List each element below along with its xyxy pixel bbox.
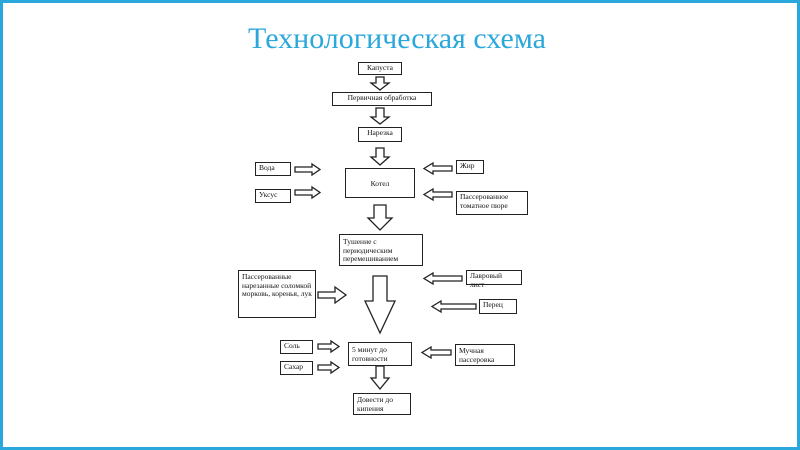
- node-cabbage: Капуста: [358, 62, 402, 75]
- arrow-flour: [420, 345, 452, 360]
- node-bay-leaf: Лавровый лист: [466, 270, 522, 288]
- node-boiler: Котел: [345, 168, 415, 198]
- node-salt: Соль: [280, 340, 313, 354]
- node-water: Вода: [255, 162, 291, 176]
- arrow-cabbage-to-primary: [369, 76, 391, 91]
- arrow-stewing-to-fiveminutes: [363, 275, 397, 335]
- node-flour-roux: Мучная пассеровка: [455, 344, 515, 366]
- slide-title: Технологическая схема: [248, 22, 546, 55]
- node-primary-processing: Первичная обработка: [332, 92, 432, 106]
- node-sugar: Сахар: [280, 361, 313, 375]
- node-stewing: Тушение с периодическим перемешиванием: [339, 234, 423, 266]
- node-fat: Жир: [456, 160, 484, 174]
- arrow-tomato: [422, 187, 453, 202]
- node-cutting: Нарезка: [358, 127, 402, 142]
- arrow-cutting-to-boiler: [369, 147, 391, 166]
- arrow-fiveminutes-to-boil: [369, 365, 391, 391]
- arrow-boiler-to-stewing: [366, 204, 394, 231]
- arrow-salt: [317, 339, 341, 354]
- node-tomato-puree: Пассерованное томатное пюре: [456, 191, 528, 215]
- arrow-fat: [422, 161, 453, 176]
- node-pepper: Перец: [479, 299, 517, 314]
- arrow-vegetables: [317, 285, 348, 305]
- node-bring-to-boil: Довести до кипения: [353, 393, 411, 415]
- arrow-sugar: [317, 360, 341, 375]
- arrow-primary-to-cutting: [369, 107, 391, 125]
- arrow-vinegar: [294, 185, 322, 200]
- arrow-water: [294, 162, 322, 177]
- arrow-bay: [422, 271, 463, 286]
- arrow-pepper: [430, 299, 477, 314]
- node-vegetables: Пассерованные нарезанные соломкой морков…: [238, 270, 316, 318]
- node-vinegar: Уксус: [255, 189, 291, 203]
- node-five-minutes: 5 минут до готовности: [348, 342, 412, 366]
